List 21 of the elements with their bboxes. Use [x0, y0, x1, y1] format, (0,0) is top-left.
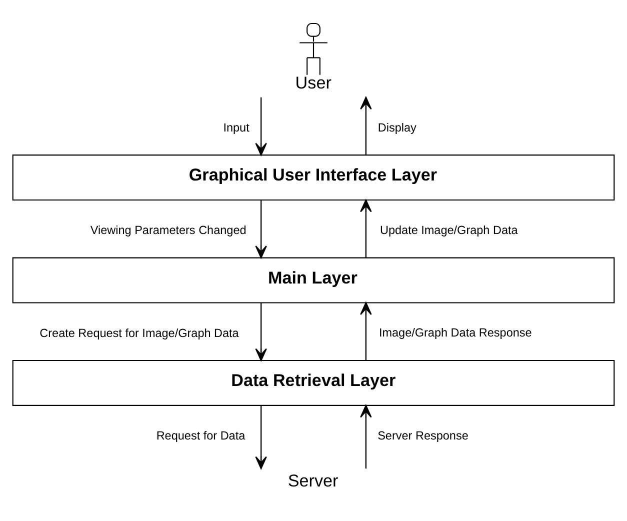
edge-label: Request for Data [156, 428, 246, 442]
edge-label: Create Request for Image/Graph Data [40, 326, 239, 340]
arrow [360, 198, 372, 258]
arrow [255, 96, 267, 156]
edge-label: Update Image/Graph Data [380, 224, 518, 237]
arrow [255, 200, 267, 258]
arrow [255, 302, 267, 361]
node-box: Graphical User Interface Layer [12, 154, 615, 200]
arrow [360, 302, 372, 360]
node-box: Data Retrieval Layer [12, 359, 615, 406]
node-text: Server [288, 471, 338, 490]
arrow [360, 404, 372, 468]
edge-label: Input [223, 120, 250, 134]
arrow [255, 404, 267, 469]
edge-label: Display [378, 120, 416, 134]
edge-label: Image/Graph Data Response [378, 326, 532, 340]
node-label: User [295, 73, 332, 92]
node-box: Main Layer [12, 256, 615, 303]
edge-label: Server Response [378, 428, 468, 442]
edge-label: Viewing Parameters Changed [90, 224, 246, 237]
arrow [360, 96, 372, 155]
